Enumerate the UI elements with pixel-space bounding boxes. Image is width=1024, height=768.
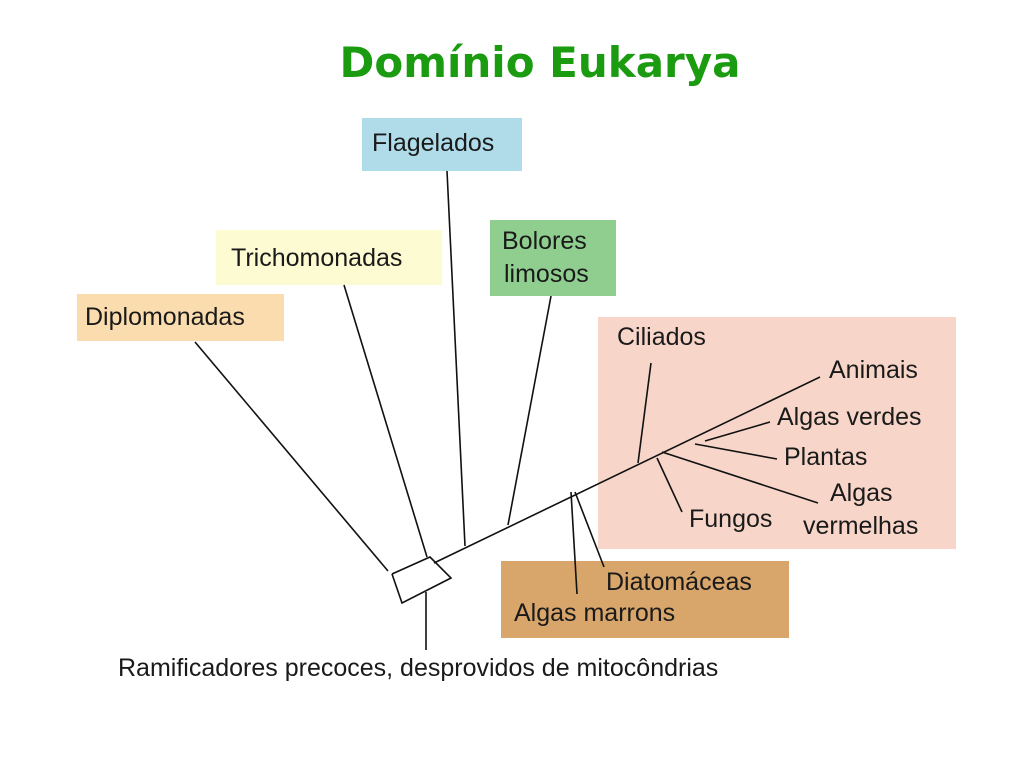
diplomonadas-branch [194, 341, 389, 572]
plantas-label: Plantas [784, 443, 868, 471]
algas-verdes-branch [704, 421, 771, 442]
brown-group-box [501, 561, 789, 638]
fungos-label: Fungos [689, 505, 773, 533]
diplomonadas-box [77, 294, 284, 341]
main-trunk [433, 376, 821, 564]
bolores-box [490, 220, 616, 296]
algas-marrons-label: Algas marrons [514, 599, 676, 627]
diagram-title: Domínio Eukarya [339, 38, 741, 87]
ciliados-branch [637, 362, 652, 464]
root-bracket [391, 556, 453, 605]
diatomaceas-branch [574, 491, 605, 568]
flagelados-box [362, 118, 522, 171]
plantas-branch [694, 443, 778, 460]
fungos-branch [656, 457, 683, 513]
bolores-branch [507, 295, 552, 526]
trichomonadas-branch [343, 284, 428, 558]
trichomonadas-box [216, 230, 442, 285]
trichomonadas-label: Trichomonadas [231, 244, 403, 272]
bolores-label-line2: limosos [504, 260, 589, 288]
flagelados-label: Flagelados [372, 129, 495, 157]
algas-vermelhas-branch [661, 451, 819, 504]
algas-vermelhas-label-line2: vermelhas [803, 512, 919, 540]
crown-group-box [598, 317, 956, 549]
bolores-label-line1: Bolores [502, 227, 587, 255]
algas-marrons-branch [570, 491, 578, 595]
ciliados-label: Ciliados [617, 323, 706, 351]
algas-vermelhas-label-line1: Algas [830, 479, 893, 507]
root-caption: Ramificadores precoces, desprovidos de m… [118, 654, 719, 682]
algas-verdes-label: Algas verdes [777, 403, 922, 431]
diplomonadas-label: Diplomonadas [85, 303, 245, 331]
flagelados-branch [446, 170, 466, 547]
animais-label: Animais [829, 356, 918, 384]
diatomaceas-label: Diatomáceas [606, 568, 752, 596]
